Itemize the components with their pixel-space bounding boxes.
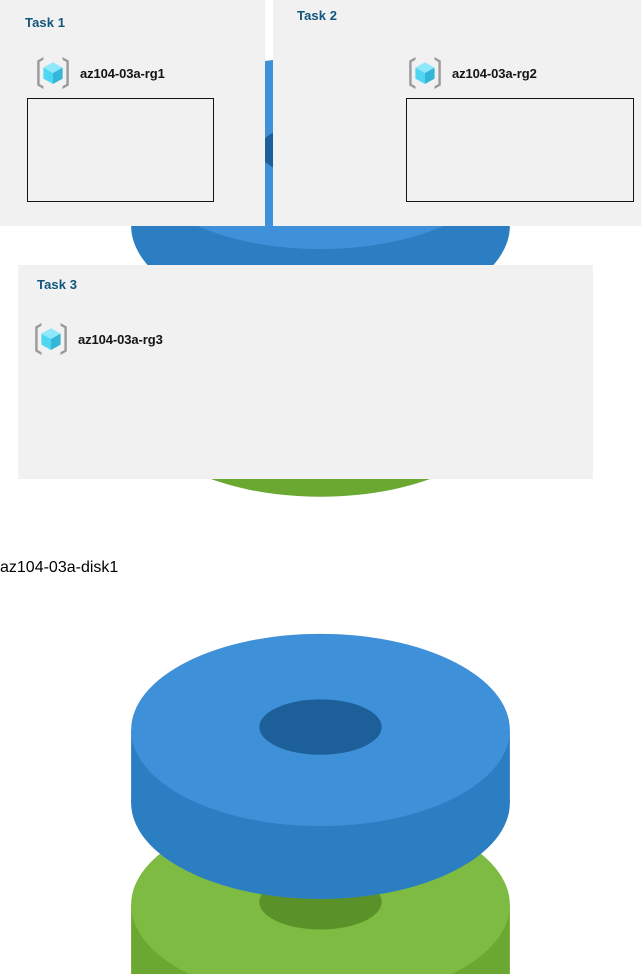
resource-group-label: az104-03a-rg1 bbox=[80, 65, 165, 81]
resource-group-task-2: az104-03a-rg2 bbox=[406, 54, 537, 92]
panel-title-task-3: Task 3 bbox=[37, 277, 78, 292]
resource-box-task-1 bbox=[27, 98, 214, 202]
managed-disk-icon bbox=[0, 56, 641, 558]
panel-title-task-2: Task 2 bbox=[297, 8, 338, 23]
resource-group-icon bbox=[406, 54, 444, 92]
resource-group-label: az104-03a-rg3 bbox=[78, 331, 163, 347]
panel-title-task-1: Task 1 bbox=[25, 15, 66, 30]
resource-group-task-1: az104-03a-rg1 bbox=[34, 54, 165, 92]
resource-group-task-3: az104-03a-rg3 bbox=[32, 320, 163, 358]
panel-task-3 bbox=[18, 265, 593, 479]
resource-disk-label: az104-03a-disk1 bbox=[0, 558, 119, 576]
resource-disk-task-2: az104-03a-disk1 bbox=[0, 577, 641, 974]
resource-box-task-2 bbox=[406, 98, 634, 202]
resource-group-label: az104-03a-rg2 bbox=[452, 65, 537, 81]
resource-group-icon bbox=[34, 54, 72, 92]
resource-group-icon bbox=[32, 320, 70, 358]
